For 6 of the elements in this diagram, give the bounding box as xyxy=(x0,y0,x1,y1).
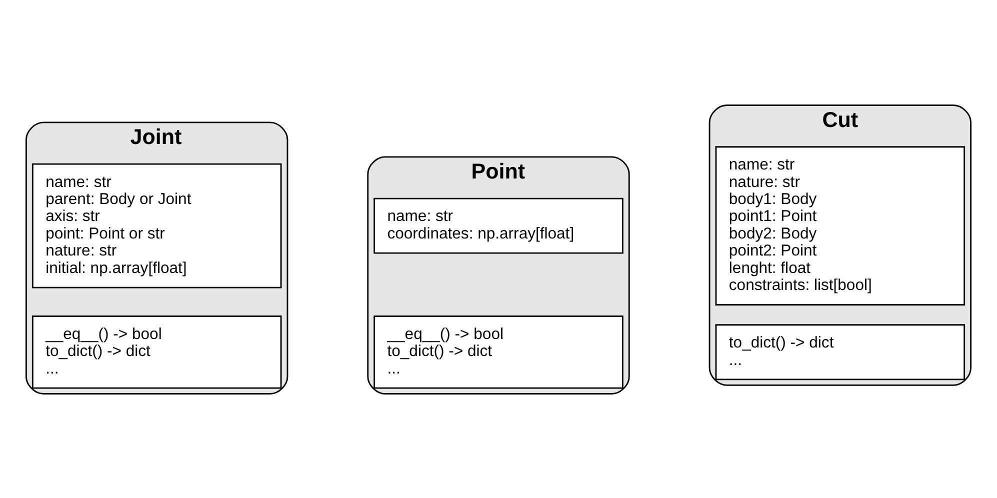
node-box: __eq__() -> bool to_dict() -> dict ... xyxy=(32,315,282,388)
node-box: to_dict() -> dict ... xyxy=(715,324,966,380)
node-box: name: str coordinates: np.array[float] xyxy=(374,197,624,254)
node-box: name: str parent: Body or Joint axis: str point: Point or str nature: str initial: np.array[float] xyxy=(32,162,282,288)
node-box: __eq__() -> bool to_dict() -> dict ... xyxy=(374,315,624,388)
node-box: name: str nature: str body1: Body point1: Point body2: Body point2: Point lenght: float constraints: list[bool] xyxy=(715,146,966,305)
